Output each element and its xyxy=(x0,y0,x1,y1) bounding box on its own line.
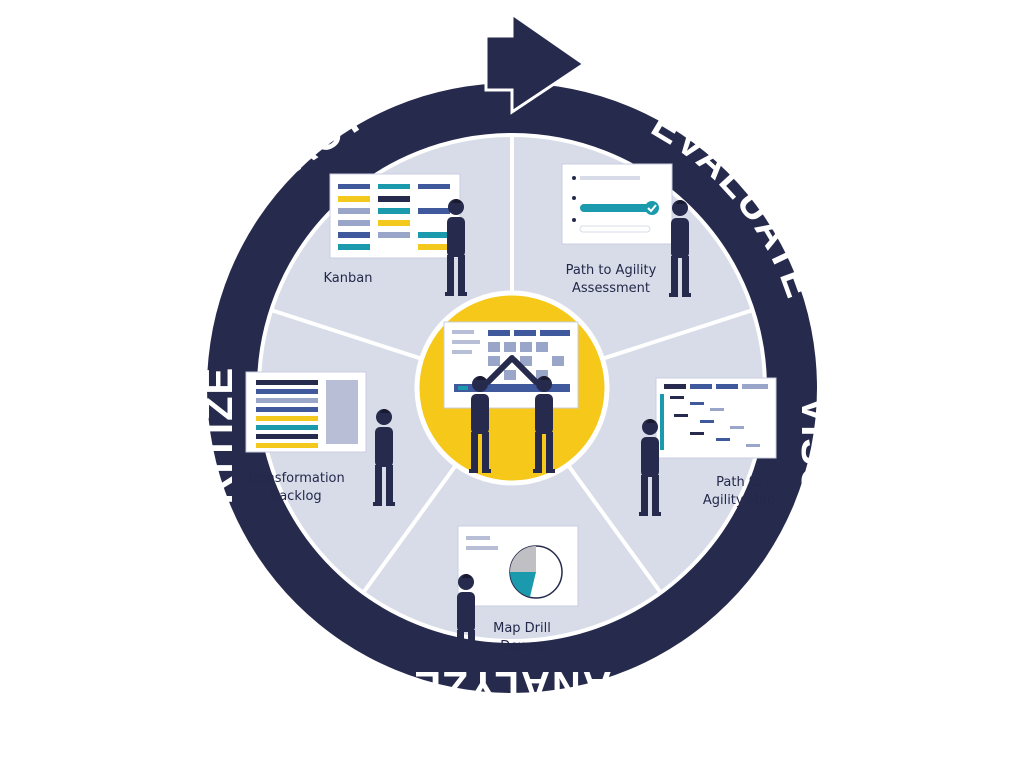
drill-down-illustration xyxy=(457,525,579,607)
label-drill-line2: Downs xyxy=(500,639,544,654)
label-kanban-text: Kanban xyxy=(323,271,373,286)
label-assessment-line2: Assessment xyxy=(572,281,650,296)
assessment-card-illustration xyxy=(561,163,673,245)
label-backlog: Transformation Backlog xyxy=(232,470,360,506)
label-backlog-line2: Backlog xyxy=(270,489,322,504)
backlog-illustration xyxy=(245,371,367,453)
label-drill: Map Drill Downs xyxy=(474,620,570,656)
ring-word-prioritize: PRIORITIZE xyxy=(197,366,241,610)
label-map: Path to Agility Map xyxy=(684,474,794,510)
label-assessment-line1: Path to Agility xyxy=(565,263,657,278)
label-backlog-line1: Transformation xyxy=(247,471,345,486)
label-map-line2: Agility Map xyxy=(702,493,776,508)
kanban-board-illustration xyxy=(329,173,461,259)
label-drill-line1: Map Drill xyxy=(493,621,551,636)
ring-word-visualize: VISUALIZE xyxy=(793,397,837,624)
center-board-illustration xyxy=(443,321,579,409)
agility-map-illustration xyxy=(655,377,777,459)
label-kanban: Kanban xyxy=(318,270,378,288)
ring-word-analyze: ANALYZE xyxy=(412,663,611,707)
label-assessment: Path to Agility Assessment xyxy=(546,262,676,298)
label-map-line1: Path to xyxy=(716,475,762,490)
cycle-arrow xyxy=(484,11,587,115)
